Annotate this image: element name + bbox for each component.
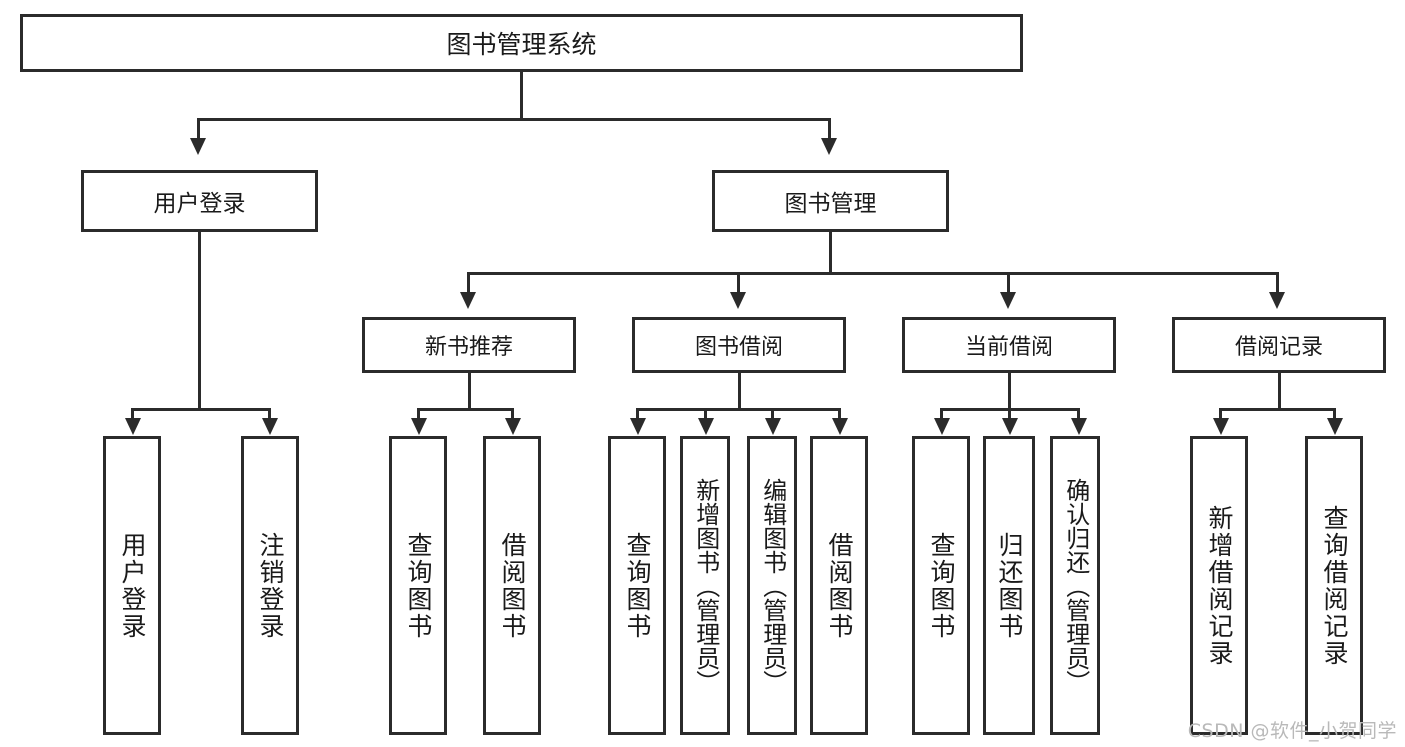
connector-root-bus xyxy=(197,118,831,121)
connector-cb-branch-1 xyxy=(940,408,943,420)
leaf-query-book-cb[interactable]: 查询图书 xyxy=(912,436,970,735)
node-label: 当前借阅 xyxy=(964,335,1053,360)
leaf-label: 借阅图书 xyxy=(825,531,854,640)
leaf-query-borrow-record[interactable]: 查询借阅记录 xyxy=(1305,436,1363,735)
arrowhead-cb-leaf-3 xyxy=(1071,418,1087,435)
arrowhead-br-leaf-1 xyxy=(1213,418,1229,435)
watermark-text: CSDN @软件_小贺同学 xyxy=(1187,720,1397,742)
leaf-label: 新增借阅记录 xyxy=(1205,504,1234,667)
leaf-label: 注销登录 xyxy=(256,531,285,640)
connector-book-borrow-bus xyxy=(636,408,841,411)
arrowhead-user-login-leaf-1 xyxy=(125,418,141,435)
arrowhead-cb-leaf-1 xyxy=(934,418,950,435)
node-label: 图书借阅 xyxy=(694,335,783,360)
connector-user-login-stem xyxy=(198,232,201,408)
node-label: 借阅记录 xyxy=(1234,335,1323,360)
connector-br-branch-1 xyxy=(1219,408,1222,420)
leaf-label: 编辑图书（管理员） xyxy=(758,477,787,694)
arrowhead-bb-leaf-1 xyxy=(630,418,646,435)
arrowhead-bm-to-current-borrow xyxy=(1000,292,1016,309)
connector-bm-branch-2 xyxy=(737,272,740,294)
leaf-user-login[interactable]: 用户登录 xyxy=(103,436,161,735)
node-book-management-system[interactable]: 图书管理系统 xyxy=(20,14,1023,72)
node-borrow-record[interactable]: 借阅记录 xyxy=(1172,317,1386,373)
leaf-logout[interactable]: 注销登录 xyxy=(241,436,299,735)
leaf-query-book-bb[interactable]: 查询图书 xyxy=(608,436,666,735)
node-label: 新书推荐 xyxy=(424,335,513,360)
connector-cb-branch-2 xyxy=(1008,408,1011,420)
connector-bm-branch-3 xyxy=(1007,272,1010,294)
leaf-label: 用户登录 xyxy=(118,531,147,640)
connector-borrow-record-stem xyxy=(1278,373,1281,408)
connector-borrow-record-bus xyxy=(1219,408,1336,411)
connector-bm-branch-1 xyxy=(467,272,470,294)
arrowhead-bb-leaf-4 xyxy=(832,418,848,435)
node-label: 图书管理系统 xyxy=(446,30,597,59)
leaf-query-book-nbr[interactable]: 查询图书 xyxy=(389,436,447,735)
arrowhead-root-to-user-login xyxy=(190,138,206,155)
node-book-management[interactable]: 图书管理 xyxy=(712,170,949,232)
arrowhead-bb-leaf-2 xyxy=(698,418,714,435)
node-current-borrow[interactable]: 当前借阅 xyxy=(902,317,1116,373)
connector-book-borrow-stem xyxy=(738,373,741,408)
connector-bb-branch-2 xyxy=(704,408,707,420)
connector-book-management-stem xyxy=(829,232,832,272)
arrowhead-cb-leaf-2 xyxy=(1002,418,1018,435)
leaf-label: 借阅图书 xyxy=(498,531,527,640)
leaf-edit-book-admin[interactable]: 编辑图书（管理员） xyxy=(747,436,797,735)
leaf-add-borrow-record[interactable]: 新增借阅记录 xyxy=(1190,436,1248,735)
connector-cb-branch-3 xyxy=(1077,408,1080,420)
arrowhead-bm-to-borrow-record xyxy=(1269,292,1285,309)
connector-root-stem xyxy=(520,72,523,118)
leaf-label: 查询借阅记录 xyxy=(1320,504,1349,667)
leaf-label: 新增图书（管理员） xyxy=(691,477,720,694)
leaf-label: 确认归还（管理员） xyxy=(1061,477,1090,694)
arrowhead-root-to-book-management xyxy=(821,138,837,155)
node-label: 图书管理 xyxy=(784,191,877,217)
connector-br-branch-2 xyxy=(1333,408,1336,420)
connector-book-management-bus xyxy=(467,272,1279,275)
arrowhead-nbr-leaf-1 xyxy=(411,418,427,435)
connector-new-book-recommend-stem xyxy=(468,373,471,408)
connector-new-book-recommend-bus xyxy=(417,408,514,411)
leaf-add-book-admin[interactable]: 新增图书（管理员） xyxy=(680,436,730,735)
leaf-label: 查询图书 xyxy=(623,531,652,640)
node-user-login[interactable]: 用户登录 xyxy=(81,170,318,232)
connector-user-login-bus xyxy=(131,408,271,411)
arrowhead-bm-to-new-book-recommend xyxy=(460,292,476,309)
arrowhead-user-login-leaf-2 xyxy=(262,418,278,435)
connector-bb-branch-3 xyxy=(771,408,774,420)
leaf-borrow-book-bb[interactable]: 借阅图书 xyxy=(810,436,868,735)
leaf-borrow-book-nbr[interactable]: 借阅图书 xyxy=(483,436,541,735)
connector-user-login-branch-1 xyxy=(131,408,134,420)
connector-root-to-book-management xyxy=(828,118,831,140)
connector-root-to-user-login xyxy=(197,118,200,140)
node-label: 用户登录 xyxy=(153,191,246,217)
node-new-book-recommend[interactable]: 新书推荐 xyxy=(362,317,576,373)
connector-bm-branch-4 xyxy=(1276,272,1279,294)
connector-nbr-branch-2 xyxy=(511,408,514,420)
arrowhead-bb-leaf-3 xyxy=(765,418,781,435)
node-book-borrow[interactable]: 图书借阅 xyxy=(632,317,846,373)
leaf-label: 查询图书 xyxy=(927,531,956,640)
connector-bb-branch-1 xyxy=(636,408,639,420)
arrowhead-nbr-leaf-2 xyxy=(505,418,521,435)
connector-nbr-branch-1 xyxy=(417,408,420,420)
arrowhead-bm-to-book-borrow xyxy=(730,292,746,309)
leaf-label: 查询图书 xyxy=(404,531,433,640)
connector-user-login-branch-2 xyxy=(268,408,271,420)
leaf-label: 归还图书 xyxy=(995,531,1024,640)
leaf-confirm-return-admin[interactable]: 确认归还（管理员） xyxy=(1050,436,1100,735)
connector-bb-branch-4 xyxy=(838,408,841,420)
connector-current-borrow-stem xyxy=(1008,373,1011,408)
leaf-return-book[interactable]: 归还图书 xyxy=(983,436,1035,735)
arrowhead-br-leaf-2 xyxy=(1327,418,1343,435)
